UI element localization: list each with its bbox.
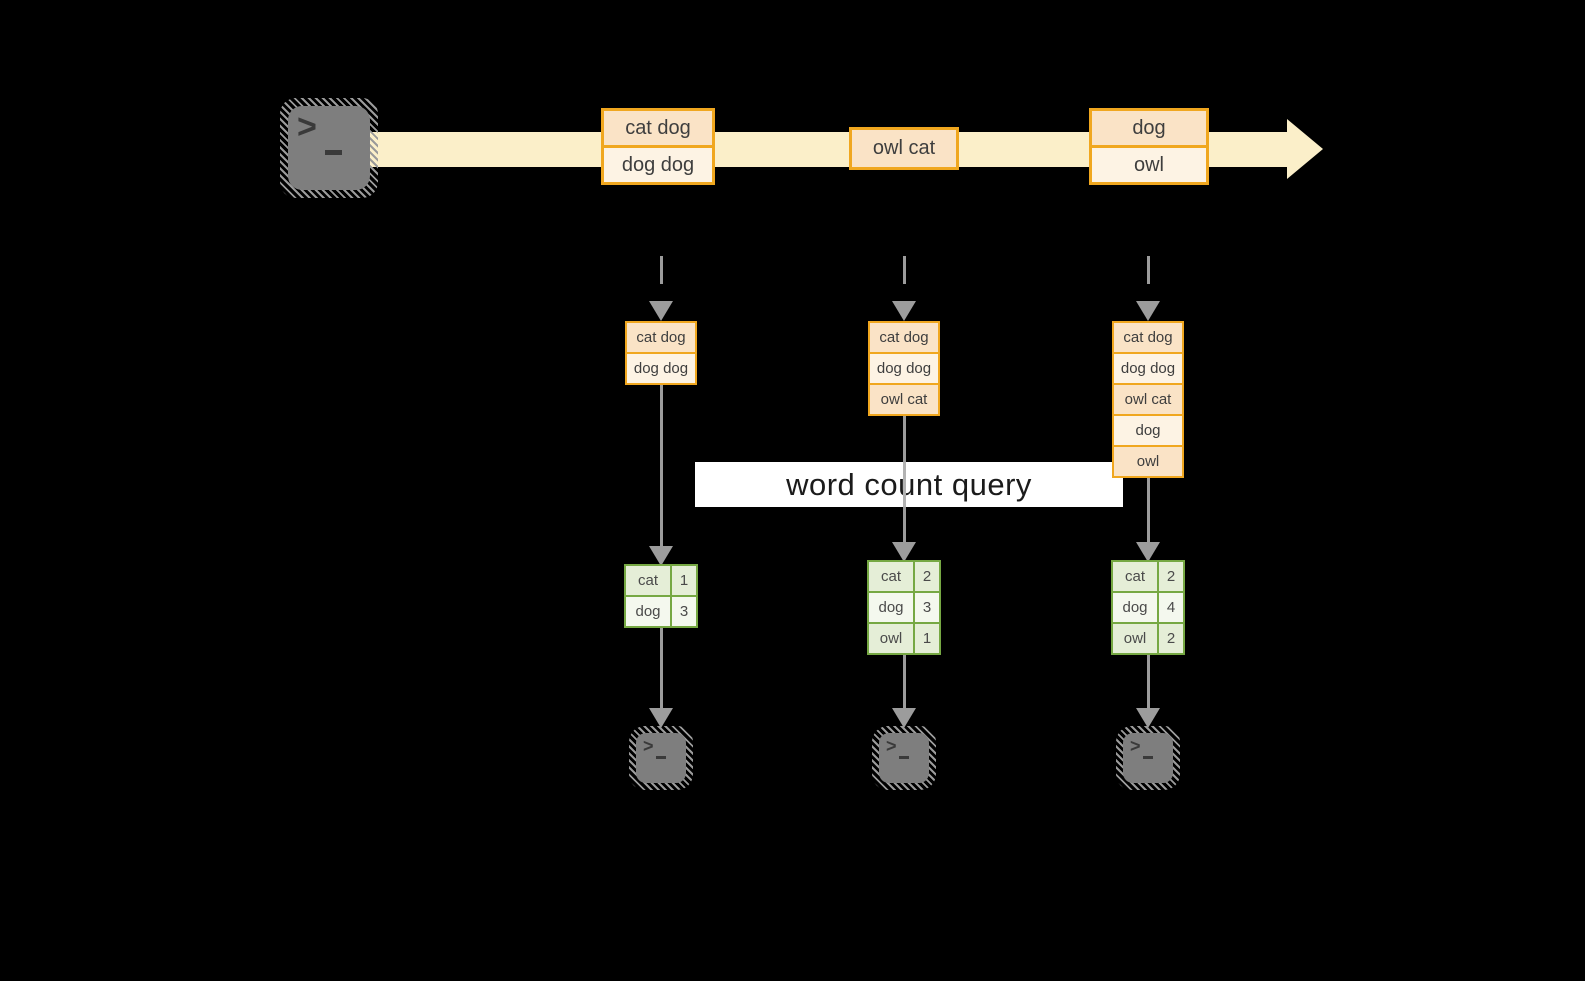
state-word-row: dog dog bbox=[1114, 352, 1182, 383]
count-value-cell: 2 bbox=[915, 562, 939, 591]
terminal-sink-icon-3: > bbox=[1116, 726, 1180, 790]
count-value-cell: 2 bbox=[1159, 562, 1183, 591]
prompt-chevron-icon: > bbox=[1130, 736, 1141, 756]
count-word-cell: owl bbox=[869, 624, 913, 653]
stream-word-row: cat dog bbox=[604, 111, 712, 145]
flow-line-2-overlay bbox=[903, 462, 906, 507]
terminal-sink-icon-1: > bbox=[629, 726, 693, 790]
down-arrowhead-icon bbox=[892, 708, 916, 728]
terminal-source-icon: > bbox=[280, 98, 378, 198]
state-word-row: dog dog bbox=[870, 352, 938, 383]
prompt-chevron-icon: > bbox=[643, 736, 654, 756]
count-value-cell: 1 bbox=[915, 624, 939, 653]
state-word-row: dog dog bbox=[627, 352, 695, 383]
stream-batch-box-3: dog owl bbox=[1089, 108, 1209, 185]
word-count-table-2: cat 2 dog 3 owl 1 bbox=[867, 560, 941, 655]
down-arrowhead-icon bbox=[1136, 708, 1160, 728]
stream-word-row: owl bbox=[1092, 145, 1206, 182]
query-label: word count query bbox=[695, 462, 1123, 507]
count-value-cell: 1 bbox=[672, 566, 696, 595]
sink-line-2 bbox=[903, 655, 906, 708]
dashed-arrow-shaft-3 bbox=[1147, 256, 1150, 284]
state-word-row: owl bbox=[1114, 445, 1182, 476]
state-word-row: cat dog bbox=[1114, 323, 1182, 352]
sink-line-1 bbox=[660, 628, 663, 708]
count-value-cell: 2 bbox=[1159, 624, 1183, 653]
word-count-table-1: cat 1 dog 3 bbox=[624, 564, 698, 628]
count-word-cell: dog bbox=[869, 593, 913, 622]
down-arrowhead-icon bbox=[892, 542, 916, 562]
flow-line-1 bbox=[660, 385, 663, 548]
state-box-3: cat dog dog dog owl cat dog owl bbox=[1112, 321, 1184, 478]
prompt-chevron-icon: > bbox=[886, 736, 897, 756]
stream-word-row: dog bbox=[1092, 111, 1206, 145]
terminal-sink-icon-2: > bbox=[872, 726, 936, 790]
stream-batch-box-2: owl cat bbox=[849, 127, 959, 170]
prompt-chevron-icon: > bbox=[297, 108, 317, 146]
count-word-cell: cat bbox=[869, 562, 913, 591]
count-value-cell: 3 bbox=[672, 597, 696, 626]
terminal-screen: > bbox=[1123, 733, 1173, 783]
down-arrowhead-icon bbox=[1136, 301, 1160, 321]
down-arrowhead-icon bbox=[892, 301, 916, 321]
count-value-cell: 4 bbox=[1159, 593, 1183, 622]
terminal-screen: > bbox=[288, 106, 370, 190]
count-value-cell: 3 bbox=[915, 593, 939, 622]
stream-word-row: dog dog bbox=[604, 145, 712, 182]
stream-batch-box-1: cat dog dog dog bbox=[601, 108, 715, 185]
down-arrowhead-icon bbox=[649, 546, 673, 566]
sink-line-3 bbox=[1147, 655, 1150, 708]
state-word-row: dog bbox=[1114, 414, 1182, 445]
prompt-underscore-icon bbox=[656, 756, 666, 759]
stream-word-row: owl cat bbox=[852, 130, 956, 167]
prompt-underscore-icon bbox=[325, 150, 342, 155]
count-word-cell: owl bbox=[1113, 624, 1157, 653]
prompt-underscore-icon bbox=[899, 756, 909, 759]
stream-arrowhead-icon bbox=[1287, 119, 1323, 179]
down-arrowhead-icon bbox=[1136, 542, 1160, 562]
count-word-cell: dog bbox=[1113, 593, 1157, 622]
count-word-cell: cat bbox=[626, 566, 670, 595]
count-word-cell: cat bbox=[1113, 562, 1157, 591]
terminal-screen: > bbox=[636, 733, 686, 783]
down-arrowhead-icon bbox=[649, 301, 673, 321]
flow-line-3 bbox=[1147, 478, 1150, 544]
state-word-row: cat dog bbox=[627, 323, 695, 352]
terminal-screen: > bbox=[879, 733, 929, 783]
state-word-row: cat dog bbox=[870, 323, 938, 352]
state-word-row: owl cat bbox=[1114, 383, 1182, 414]
state-word-row: owl cat bbox=[870, 383, 938, 414]
state-box-1: cat dog dog dog bbox=[625, 321, 697, 385]
down-arrowhead-icon bbox=[649, 708, 673, 728]
dashed-arrow-shaft-2 bbox=[903, 256, 906, 284]
state-box-2: cat dog dog dog owl cat bbox=[868, 321, 940, 416]
count-word-cell: dog bbox=[626, 597, 670, 626]
word-count-table-3: cat 2 dog 4 owl 2 bbox=[1111, 560, 1185, 655]
prompt-underscore-icon bbox=[1143, 756, 1153, 759]
dashed-arrow-shaft-1 bbox=[660, 256, 663, 284]
